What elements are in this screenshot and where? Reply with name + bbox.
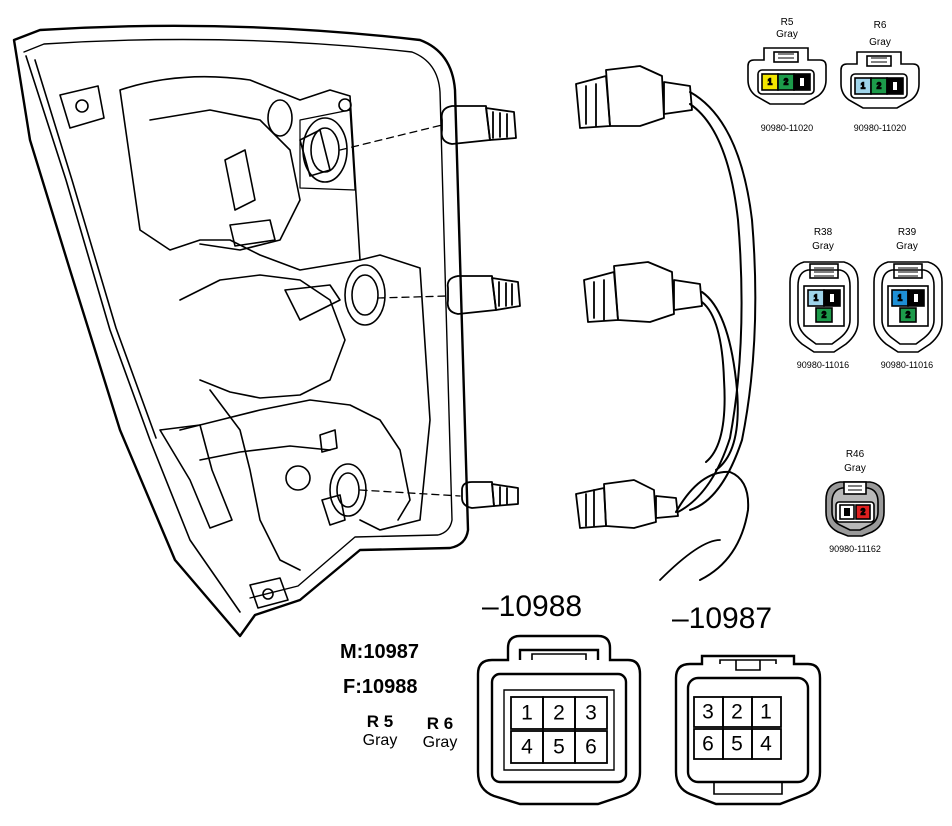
connector-R46: R46 Gray 2 90980-11162 [810, 440, 900, 560]
pin-label: 6 [585, 736, 597, 759]
alignment-lines [339, 124, 461, 497]
connector-R38: R38 Gray 1 2 90980-11016 [778, 220, 868, 375]
pin-label: 1 [898, 294, 903, 303]
male-connector-title: –10987 [672, 602, 773, 635]
pin-label: 2 [861, 508, 866, 517]
connector-id: R6 [873, 20, 887, 31]
pin-label: 2 [822, 311, 827, 320]
connector-color: Gray [776, 29, 798, 40]
legend-r6-color: Gray [422, 734, 458, 751]
pin-grid [510, 696, 608, 764]
pin-label: 3 [585, 702, 597, 725]
pin-label: 2 [553, 702, 565, 725]
part-number: 90980-11016 [880, 360, 934, 370]
pin-label: 5 [731, 733, 743, 756]
part-number: 90980-11020 [760, 123, 814, 133]
bulbs [440, 105, 521, 509]
connector-face-icon: 1 2 [789, 261, 859, 353]
male-connector-10987: 3 2 1 6 5 4 [674, 654, 822, 806]
connector-R39: R39 Gray 1 2 90980-11016 [862, 220, 952, 375]
legend-r5-title: R 5 [366, 712, 394, 731]
pin-label: 1 [760, 701, 772, 724]
harness [575, 65, 757, 581]
legend-r5-color: Gray [362, 732, 398, 749]
pin-label: 2 [906, 311, 911, 320]
connector-face-icon: 2 [825, 481, 885, 537]
pin-label: 2 [731, 701, 743, 724]
female-connector-title: –10988 [482, 590, 583, 623]
pin-label: 4 [521, 736, 533, 759]
male-connector-label: M:10987 [340, 641, 419, 663]
connector-color: Gray [844, 463, 866, 474]
pin-label: 1 [768, 78, 773, 87]
pin-2 [899, 307, 917, 323]
legend-r6-title: R 6 [426, 714, 454, 733]
pin-label: 2 [784, 78, 789, 87]
pin-label: 5 [553, 736, 565, 759]
pin-label: 3 [702, 701, 714, 724]
connector-face-icon: 1 2 [873, 261, 943, 353]
pin-label: 2 [877, 82, 882, 91]
connector-id: R38 [813, 227, 833, 238]
connector-id: R39 [897, 227, 917, 238]
connector-face-icon: 1 2 [840, 51, 920, 109]
connector-color: Gray [869, 37, 891, 48]
pin-2 [815, 307, 833, 323]
connector-id: R46 [845, 449, 865, 460]
pin-label: 1 [814, 294, 819, 303]
legend-r6: R 6 Gray [415, 714, 465, 752]
female-connector-10988: 1 2 3 4 5 6 [476, 634, 642, 806]
pin-label: 6 [702, 733, 714, 756]
lamp-housing [12, 24, 470, 638]
connector-id: R5 [780, 17, 794, 28]
connector-R5: R5 Gray 1 2 90980-11020 [742, 0, 832, 140]
connector-R6: R6 Gray 1 2 90980-11020 [835, 0, 925, 140]
connector-color: Gray [812, 241, 834, 252]
part-number: 90980-11020 [853, 123, 907, 133]
part-number: 90980-11162 [829, 544, 881, 554]
pin-label: 1 [861, 82, 866, 91]
pin-label: 1 [521, 702, 533, 725]
pin-grid [693, 696, 782, 760]
female-connector-label: F:10988 [343, 676, 418, 698]
legend-r5: R 5 Gray [355, 712, 405, 750]
connector-color: Gray [896, 241, 918, 252]
pin-label: 4 [760, 733, 772, 756]
part-number: 90980-11016 [796, 360, 850, 370]
pin-2 [855, 504, 871, 520]
connector-face-icon: 1 2 [747, 47, 827, 105]
